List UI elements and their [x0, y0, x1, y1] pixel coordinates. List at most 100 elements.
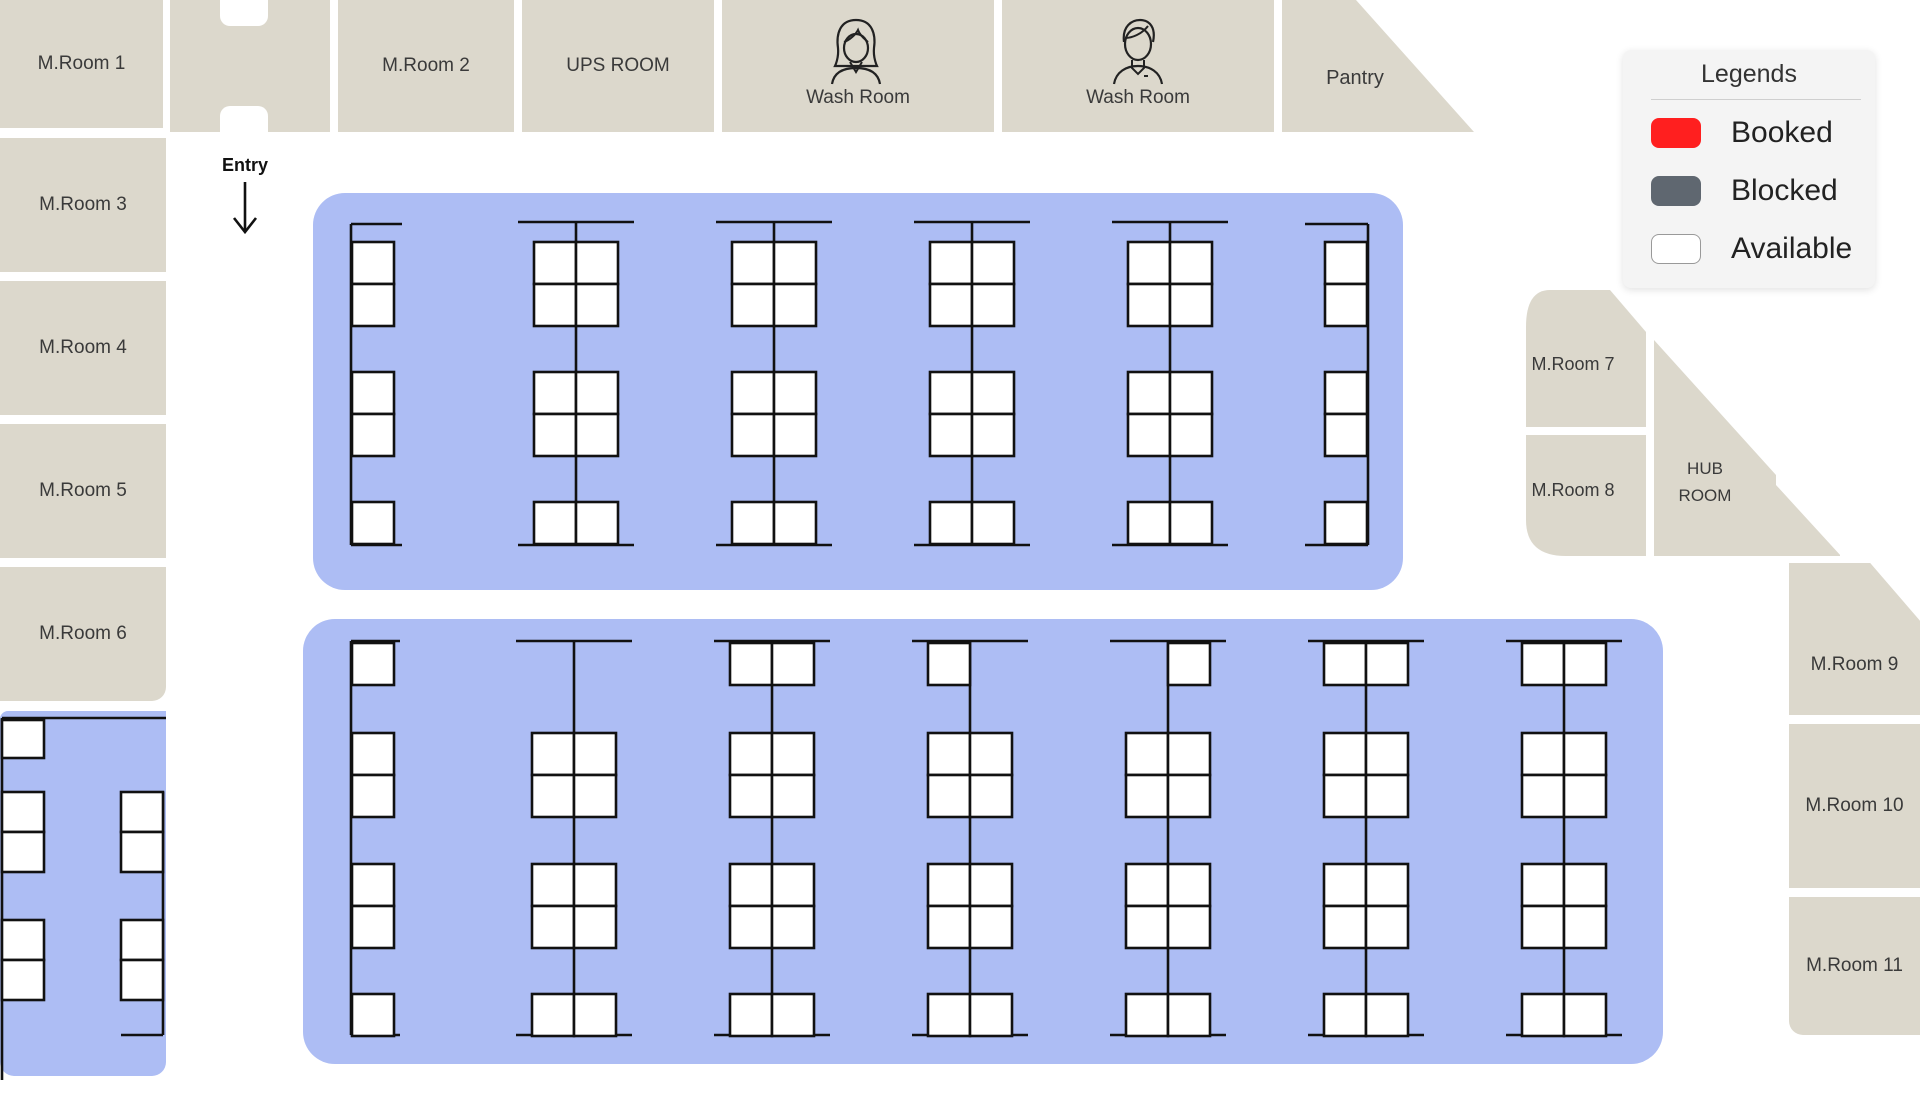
desk-seat[interactable]: [926, 992, 972, 1038]
desk-seat[interactable]: [532, 240, 578, 286]
desk-seat[interactable]: [572, 773, 618, 819]
desk-seat[interactable]: [770, 641, 816, 687]
desk-seat[interactable]: [1322, 862, 1368, 908]
desk-seat[interactable]: [928, 500, 974, 546]
desk-seat[interactable]: [770, 773, 816, 819]
desk-seat[interactable]: [1168, 240, 1214, 286]
desk-seat[interactable]: [0, 718, 46, 760]
meeting-room-8-label[interactable]: M.Room 8: [1531, 480, 1615, 500]
desk-seat[interactable]: [1323, 500, 1369, 546]
desk-seat[interactable]: [1323, 282, 1369, 328]
desk-seat[interactable]: [968, 904, 1014, 950]
desk-seat[interactable]: [0, 830, 46, 874]
desk-seat[interactable]: [532, 282, 578, 328]
desk-seat[interactable]: [1166, 731, 1212, 777]
desk-seat[interactable]: [772, 240, 818, 286]
desk-seat[interactable]: [1364, 862, 1410, 908]
desk-seat[interactable]: [1124, 904, 1170, 950]
desk-seat[interactable]: [1520, 773, 1566, 819]
desk-seat[interactable]: [572, 992, 618, 1038]
desk-seat[interactable]: [1364, 904, 1410, 950]
desk-seat[interactable]: [728, 992, 774, 1038]
desk-seat[interactable]: [730, 282, 776, 328]
desk-seat[interactable]: [928, 240, 974, 286]
desk-seat[interactable]: [1126, 240, 1172, 286]
desk-seat[interactable]: [770, 904, 816, 950]
desk-seat[interactable]: [574, 240, 620, 286]
desk-seat[interactable]: [1166, 992, 1212, 1038]
desk-seat[interactable]: [574, 500, 620, 546]
desk-seat[interactable]: [728, 904, 774, 950]
desk-seat[interactable]: [572, 862, 618, 908]
desk-seat[interactable]: [530, 731, 576, 777]
desk-seat[interactable]: [1520, 862, 1566, 908]
desk-seat[interactable]: [1126, 412, 1172, 458]
hub-room-label[interactable]: HUB ROOM: [1660, 455, 1750, 509]
desk-seat[interactable]: [772, 412, 818, 458]
desk-seat[interactable]: [1364, 731, 1410, 777]
desk-seat[interactable]: [730, 412, 776, 458]
desk-seat[interactable]: [1323, 412, 1369, 458]
desk-seat[interactable]: [1168, 412, 1214, 458]
desk-seat[interactable]: [730, 370, 776, 416]
desk-seat[interactable]: [1322, 731, 1368, 777]
desk-seat[interactable]: [119, 830, 165, 874]
desk-seat[interactable]: [1364, 641, 1410, 687]
desk-seat[interactable]: [770, 731, 816, 777]
desk-seat[interactable]: [926, 641, 972, 687]
desk-seat[interactable]: [530, 992, 576, 1038]
desk-seat[interactable]: [350, 500, 396, 546]
desk-seat[interactable]: [1166, 904, 1212, 950]
desk-seat[interactable]: [350, 412, 396, 458]
desk-seat[interactable]: [1168, 370, 1214, 416]
desk-seat[interactable]: [1168, 500, 1214, 546]
desk-seat[interactable]: [574, 282, 620, 328]
desk-seat[interactable]: [772, 500, 818, 546]
desk-seat[interactable]: [572, 731, 618, 777]
desk-seat[interactable]: [0, 958, 46, 1002]
desk-seat[interactable]: [926, 904, 972, 950]
desk-seat[interactable]: [532, 412, 578, 458]
desk-seat[interactable]: [968, 992, 1014, 1038]
desk-seat[interactable]: [530, 773, 576, 819]
desk-seat[interactable]: [1562, 992, 1608, 1038]
desk-seat[interactable]: [1562, 731, 1608, 777]
desk-seat[interactable]: [1562, 641, 1608, 687]
desk-seat[interactable]: [1126, 282, 1172, 328]
desk-seat[interactable]: [1322, 641, 1368, 687]
desk-seat[interactable]: [1322, 773, 1368, 819]
desk-seat[interactable]: [926, 731, 972, 777]
desk-seat[interactable]: [350, 773, 396, 819]
desk-seat[interactable]: [1364, 773, 1410, 819]
desk-seat[interactable]: [1322, 904, 1368, 950]
desk-seat[interactable]: [1562, 904, 1608, 950]
desk-seat[interactable]: [350, 240, 396, 286]
desk-seat[interactable]: [1166, 862, 1212, 908]
desk-seat[interactable]: [1323, 370, 1369, 416]
desk-seat[interactable]: [968, 731, 1014, 777]
meeting-room-7-label[interactable]: M.Room 7: [1531, 354, 1615, 374]
desk-seat[interactable]: [928, 412, 974, 458]
desk-seat[interactable]: [530, 862, 576, 908]
desk-seat[interactable]: [772, 370, 818, 416]
desk-seat[interactable]: [1364, 992, 1410, 1038]
desk-seat[interactable]: [970, 500, 1016, 546]
desk-seat[interactable]: [1124, 731, 1170, 777]
desk-seat[interactable]: [1166, 773, 1212, 819]
desk-seat[interactable]: [350, 904, 396, 950]
desk-seat[interactable]: [728, 862, 774, 908]
desk-seat[interactable]: [1520, 731, 1566, 777]
desk-seat[interactable]: [1520, 904, 1566, 950]
desk-seat[interactable]: [928, 282, 974, 328]
desk-seat[interactable]: [532, 370, 578, 416]
desk-seat[interactable]: [926, 862, 972, 908]
desk-seat[interactable]: [1323, 240, 1369, 286]
desk-seat[interactable]: [350, 641, 396, 687]
desk-seat[interactable]: [770, 992, 816, 1038]
desk-seat[interactable]: [968, 773, 1014, 819]
desk-seat[interactable]: [350, 992, 396, 1038]
desk-seat[interactable]: [350, 731, 396, 777]
desk-seat[interactable]: [119, 918, 165, 962]
desk-seat[interactable]: [1124, 992, 1170, 1038]
desk-seat[interactable]: [728, 773, 774, 819]
